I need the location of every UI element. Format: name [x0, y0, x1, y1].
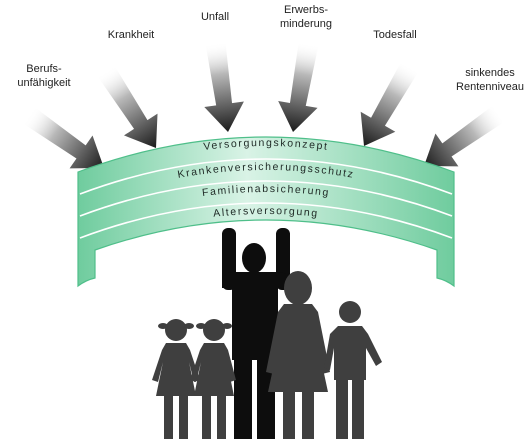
arc-body: [77, 136, 455, 288]
arrow-icon-krankheit: [97, 65, 158, 148]
band-divider-3: [79, 202, 453, 239]
arrow-icon-rentenniveau: [424, 105, 506, 167]
risk-label-todesfall: Todesfall: [373, 29, 416, 41]
protection-arc: Versorgungskonzept Krankenversicherungss…: [77, 136, 455, 288]
risk-arrows: [22, 41, 506, 169]
band-divider-1: [79, 158, 453, 195]
band-divider-2: [79, 180, 453, 217]
arrow-icon-erwerbsminderung: [278, 41, 319, 132]
girl-silhouette-icon-1: [152, 319, 200, 439]
risk-label-erwerbsminderung-1: Erwerbs-: [284, 4, 328, 16]
risk-labels: Berufs- unfähigkeit Krankheit Unfall Erw…: [17, 4, 524, 93]
girl-silhouette-icon-2: [190, 319, 236, 439]
arrow-icon-unfall: [204, 41, 244, 132]
band-label-familienabsicherung: Familienabsicherung: [201, 183, 330, 199]
risk-label-rentenniveau-2: Rentenniveau: [456, 81, 524, 93]
risk-label-rentenniveau-1: sinkendes: [465, 67, 515, 79]
family-silhouettes: [152, 228, 382, 439]
risk-label-erwerbsminderung-2: minderung: [280, 18, 332, 30]
arrow-icon-todesfall: [360, 61, 419, 146]
risk-label-unfall: Unfall: [201, 11, 229, 23]
risk-label-berufsunfaehigkeit-1: Berufs-: [26, 63, 62, 75]
risk-label-berufsunfaehigkeit-2: unfähigkeit: [17, 77, 70, 89]
band-label-versorgungskonzept: Versorgungskonzept: [203, 137, 330, 153]
band-label-altersversorgung: Altersversorgung: [213, 205, 320, 220]
arrow-icon-berufsunfaehigkeit: [22, 107, 104, 169]
mother-silhouette-icon: [266, 271, 330, 439]
risk-label-krankheit: Krankheit: [108, 29, 154, 41]
boy-silhouette-icon: [324, 301, 382, 439]
